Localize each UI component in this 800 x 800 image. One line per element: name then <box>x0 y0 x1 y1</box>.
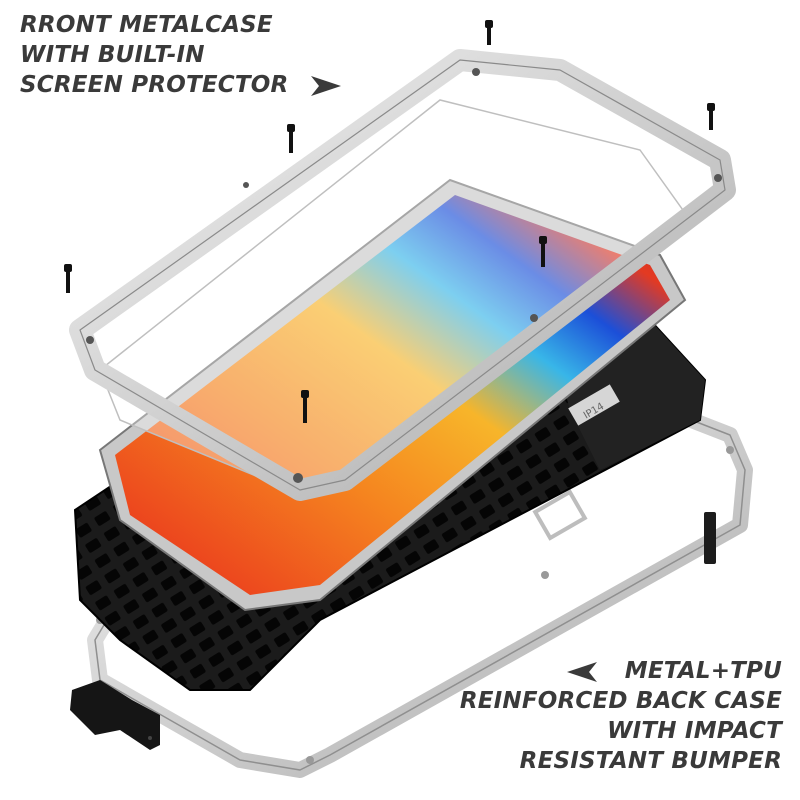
screw-icon <box>485 20 493 45</box>
phone-body: IP14 <box>98 178 687 612</box>
caption-line: SCREEN PROTECTOR <box>20 72 289 98</box>
screws <box>64 20 715 423</box>
caption-line: RESISTANT BUMPER <box>519 748 782 774</box>
screw-icon <box>301 390 309 423</box>
screw-icon <box>287 124 295 153</box>
screw-icon <box>64 264 72 293</box>
caption-line: REINFORCED BACK CASE <box>459 688 782 714</box>
front-case-caption: RRONT METALCASE WITH BUILT-IN SCREEN PRO… <box>20 10 343 100</box>
screw-icon <box>707 103 715 130</box>
front-metal-frame <box>69 49 736 501</box>
screw-icon <box>539 236 547 267</box>
back-case-caption: METAL+TPU REINFORCED BACK CASE WITH IMPA… <box>460 656 782 776</box>
caption-line: WITH IMPACT <box>607 718 782 744</box>
arrow-right-icon <box>310 75 341 96</box>
port-cover-part <box>70 680 160 750</box>
arrow-left-icon <box>566 661 597 682</box>
caption-line: WITH BUILT-IN <box>20 42 205 68</box>
caption-line: METAL+TPU <box>624 658 782 684</box>
caption-line: RRONT METALCASE <box>20 12 273 38</box>
side-button-part <box>704 512 716 564</box>
